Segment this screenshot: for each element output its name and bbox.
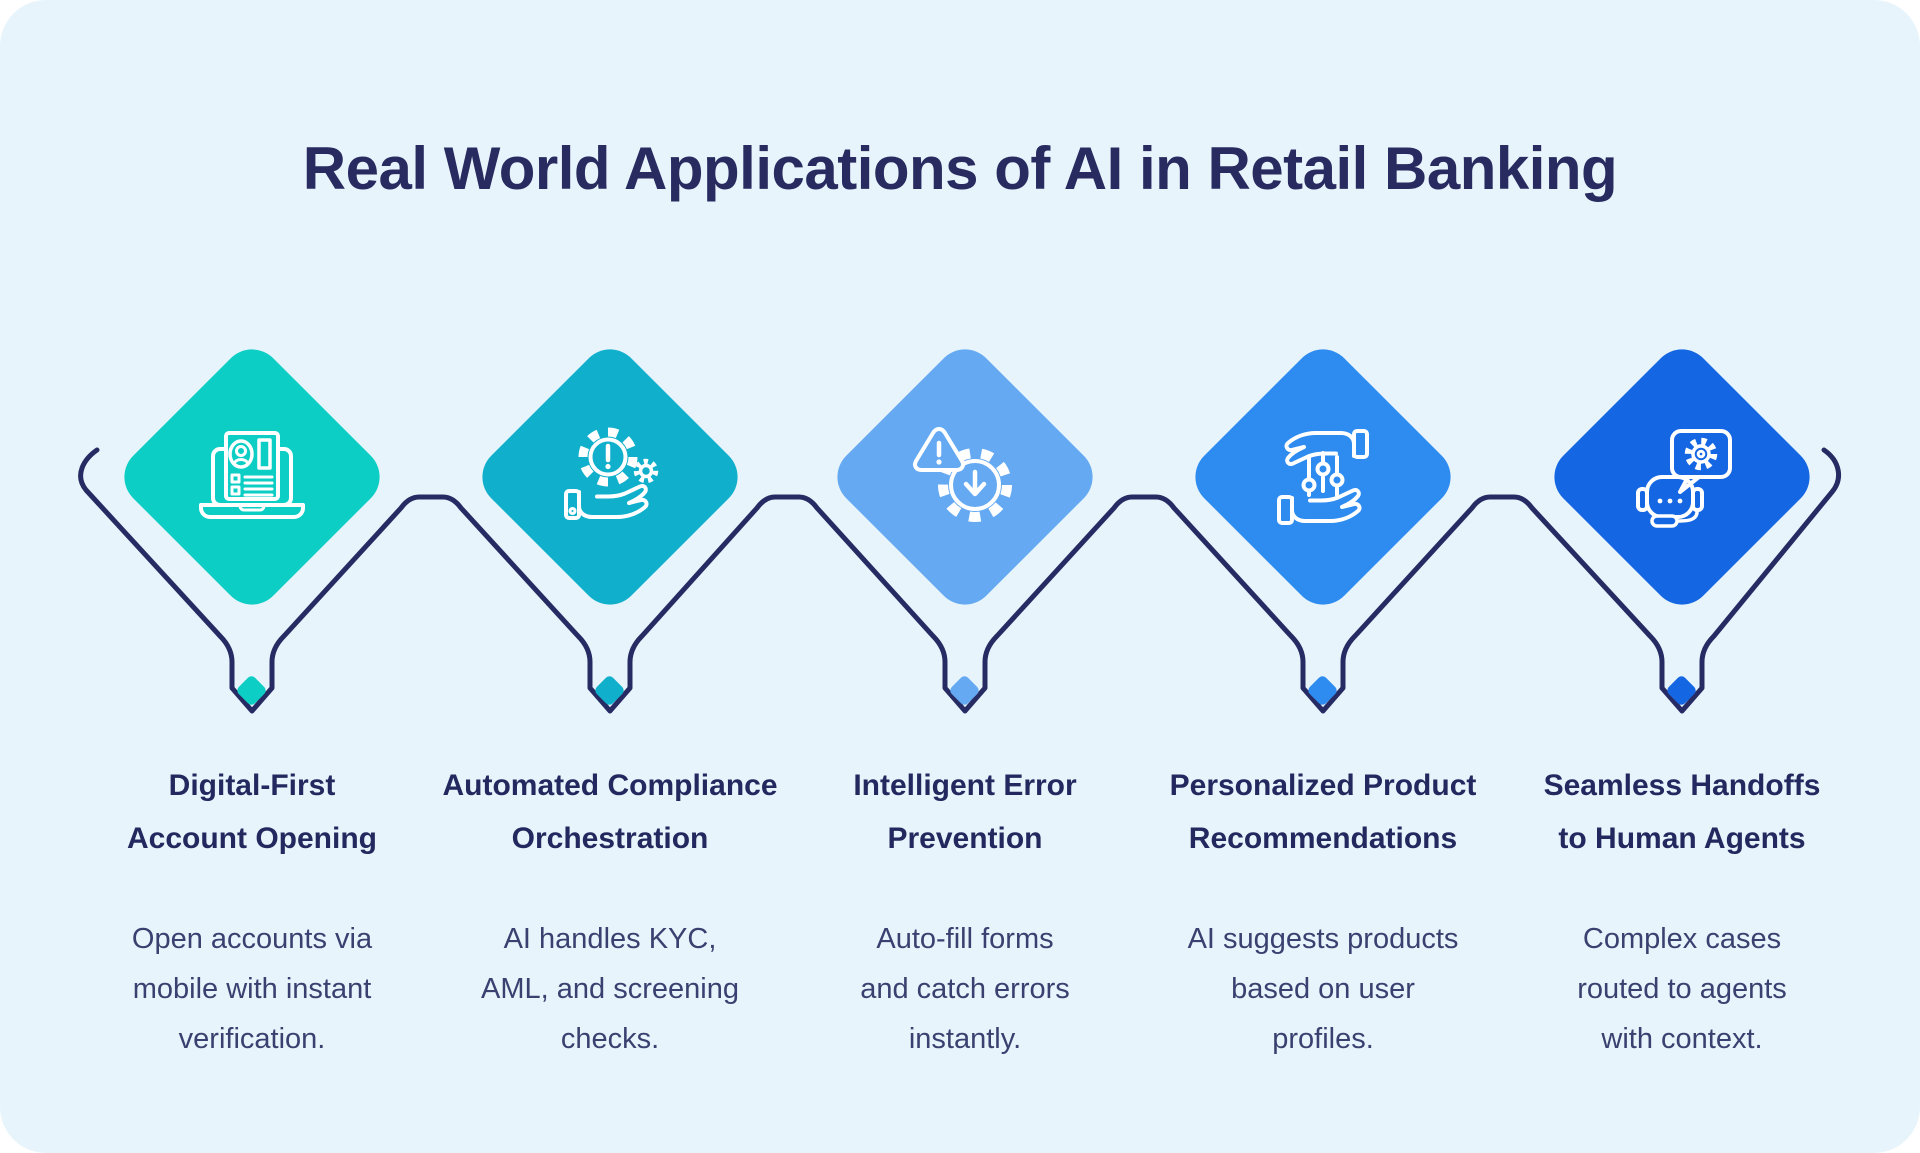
compliance-gear-hand-icon xyxy=(564,427,659,520)
diamond-5 xyxy=(1541,336,1823,618)
diamond-3 xyxy=(824,336,1106,618)
hands-sliders-icon xyxy=(1277,429,1369,525)
laptop-profile-icon xyxy=(199,431,305,519)
page-title: Real World Applications of AI in Retail … xyxy=(302,135,1618,202)
agent-chat-icon xyxy=(1636,429,1732,528)
warning-gear-icon xyxy=(913,427,1012,522)
diamond-1 xyxy=(111,336,393,618)
diamond-4 xyxy=(1182,336,1464,618)
diamond-2 xyxy=(469,336,751,618)
connector-path xyxy=(78,447,1842,714)
